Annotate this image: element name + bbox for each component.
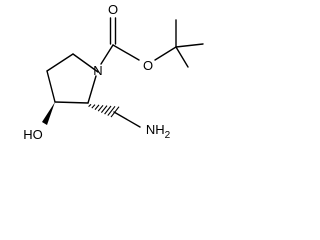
bond-c5-c4 [46, 53, 74, 72]
wedge-bond-c3-oh [42, 102, 55, 125]
bond-ch2-nh2 [113, 111, 141, 128]
amine-label: NH2 [146, 122, 171, 141]
carbonyl-oxygen-label: O [108, 2, 118, 17]
bond-c4-c3 [46, 70, 56, 103]
bonds [42, 17, 204, 128]
atom-labels: N O O HO NH2 [23, 2, 170, 142]
bond-tbu-methyl-right [175, 43, 204, 48]
bond-n1-c5 [72, 53, 99, 73]
ester-oxygen-label: O [143, 58, 153, 73]
bond-carbonyl-c-ester-o [112, 44, 140, 61]
ring-nitrogen-label: N [93, 63, 102, 78]
hashed-bond-c2-ch2 [88, 103, 120, 118]
hydroxyl-label: HO [23, 127, 43, 142]
bond-tbu-methyl-bottom [175, 46, 189, 68]
bond-n1-carbonyl-c [100, 44, 114, 65]
bond-ester-o-tbu-c [154, 46, 177, 61]
bond-c3-c2 [54, 101, 89, 104]
bond-c2-n1 [87, 75, 97, 104]
structure-diagram: N O O HO NH2 [23, 2, 204, 142]
